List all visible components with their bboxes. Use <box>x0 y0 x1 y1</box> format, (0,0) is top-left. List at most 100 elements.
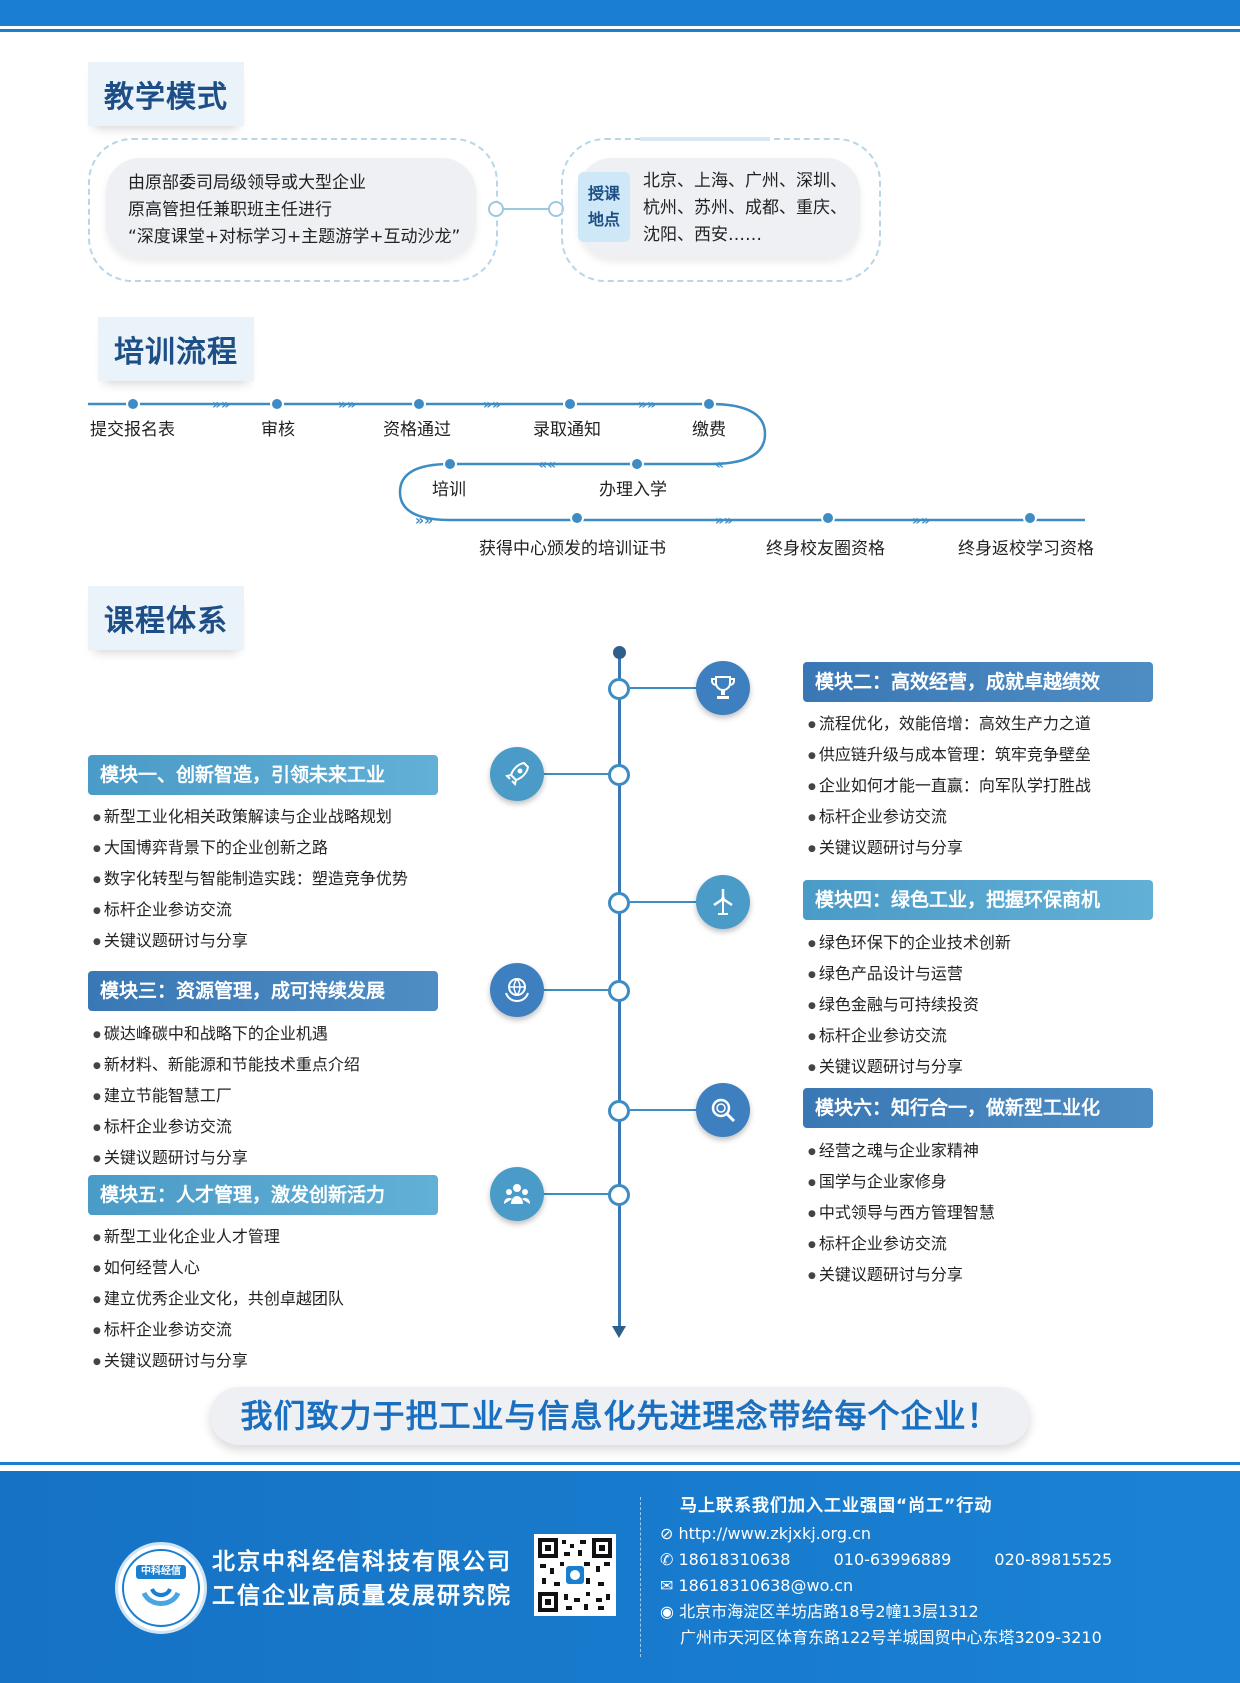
email-link[interactable]: 18618310638@wo.cn <box>678 1576 854 1595</box>
address-row: ◉ 北京市海淀区羊坊店路18号2幢13层1312 <box>660 1599 979 1625</box>
timeline-node-4 <box>608 892 630 914</box>
qr-code <box>534 1534 616 1616</box>
location-line-1: 北京、上海、广州、深圳、 <box>643 171 847 191</box>
timeline-node-1 <box>608 764 630 786</box>
step-4: 录取通知 <box>533 420 601 440</box>
list-item: 如何经营人心 <box>93 1254 344 1285</box>
branch-6 <box>630 1109 700 1111</box>
magnifier-icon <box>696 1083 750 1137</box>
location-tag-line-2: 地点 <box>587 210 620 229</box>
list-item: 关键议题研讨与分享 <box>93 1347 344 1378</box>
timeline-start-dot <box>613 646 626 659</box>
step-3: 资格通过 <box>383 420 451 440</box>
website-row: ⊘ http://www.zkjxkj.org.cn <box>660 1521 871 1547</box>
svg-text:»»: »» <box>212 397 230 413</box>
team-icon <box>490 1167 544 1221</box>
list-item: 建立优秀企业文化，共创卓越团队 <box>93 1285 344 1316</box>
module-3-title: 模块三：资源管理，成可持续发展 <box>88 971 438 1011</box>
list-item: 绿色产品设计与运营 <box>808 960 1011 991</box>
footer-divider <box>640 1497 641 1657</box>
module-1-items: 新型工业化相关政策解读与企业战略规划 大国博弈背景下的企业创新之路 数字化转型与… <box>93 803 408 958</box>
module-4-items: 绿色环保下的企业技术创新 绿色产品设计与运营 绿色金融与可持续投资 标杆企业参访… <box>808 929 1011 1084</box>
company-name-1: 北京中科经信科技有限公司 <box>212 1549 512 1575</box>
branch-3 <box>540 989 610 991</box>
address-1: 北京市海淀区羊坊店路18号2幢13层1312 <box>679 1602 979 1621</box>
section-title-teaching: 教学模式 <box>88 62 244 126</box>
rocket-icon <box>490 747 544 801</box>
phone-1[interactable]: 18618310638 <box>678 1550 791 1569</box>
globe-hands-icon <box>490 963 544 1017</box>
website-link[interactable]: http://www.zkjxkj.org.cn <box>678 1524 872 1543</box>
list-item: 碳达峰碳中和战略下的企业机遇 <box>93 1020 360 1051</box>
module-2-title: 模块二：高效经营，成就卓越绩效 <box>803 662 1153 702</box>
email-icon: ✉ <box>660 1576 674 1595</box>
footer-top-line <box>0 1462 1240 1465</box>
connector-dot-right <box>548 201 564 217</box>
step-7: 培训 <box>432 480 466 500</box>
company-logo: 中科经信 <box>115 1542 207 1634</box>
list-item: 经营之魂与企业家精神 <box>808 1137 995 1168</box>
module-4-title: 模块四：绿色工业，把握环保商机 <box>803 880 1153 920</box>
list-item: 标杆企业参访交流 <box>93 1316 344 1347</box>
top-bar <box>0 0 1240 26</box>
location-icon: ◉ <box>660 1602 674 1621</box>
timeline-node-2 <box>608 678 630 700</box>
svg-text:»»: »» <box>415 513 433 529</box>
email-row: ✉ 18618310638@wo.cn <box>660 1573 853 1599</box>
location-tag-line-1: 授课 <box>587 184 620 203</box>
module-5-title: 模块五：人才管理，激发创新活力 <box>88 1175 438 1215</box>
section-title-process: 培训流程 <box>98 317 254 381</box>
connector-dot-left <box>488 201 504 217</box>
phone-3[interactable]: 020-89815525 <box>994 1550 1113 1569</box>
step-1: 提交报名表 <box>90 420 175 440</box>
footer: 中科经信 北京中科经信科技有限公司 工信企业高质量发展研究院 马上联系我们加入 <box>0 1471 1240 1683</box>
teaching-connector <box>494 208 554 210</box>
teaching-box-right-inner: 授课 地点 北京、上海、广州、深圳、 杭州、苏州、成都、重庆、 沈阳、西安…… <box>578 158 860 258</box>
timeline-arrow <box>612 1326 626 1338</box>
list-item: 数字化转型与智能制造实践：塑造竞争优势 <box>93 865 408 896</box>
list-item: 标杆企业参访交流 <box>808 803 1091 834</box>
module-5-items: 新型工业化企业人才管理 如何经营人心 建立优秀企业文化，共创卓越团队 标杆企业参… <box>93 1223 344 1378</box>
box-accent <box>640 137 770 141</box>
module-2-items: 流程优化，效能倍增：高效生产力之道 供应链升级与成本管理：筑牢竞争壁垒 企业如何… <box>808 710 1091 865</box>
step-9: 终身校友圈资格 <box>766 539 885 559</box>
svg-text:»»: »» <box>483 397 501 413</box>
location-line-2: 杭州、苏州、成都、重庆、 <box>643 198 847 218</box>
top-line <box>0 29 1240 32</box>
branch-4 <box>630 901 700 903</box>
list-item: 关键议题研讨与分享 <box>808 834 1091 865</box>
branch-1 <box>540 773 610 775</box>
teaching-box-left-inner: 由原部委司局级领导或大型企业 原高管担任兼职班主任进行 “深度课堂+对标学习+主… <box>106 158 476 258</box>
step-6: 办理入学 <box>599 480 667 500</box>
teaching-line-3: “深度课堂+对标学习+主题游学+互动沙龙” <box>128 227 461 247</box>
list-item: 大国博弈背景下的企业创新之路 <box>93 834 408 865</box>
teaching-line-2: 原高管担任兼职班主任进行 <box>128 200 332 220</box>
svg-text:«: « <box>715 457 724 473</box>
branch-5 <box>540 1193 610 1195</box>
list-item: 供应链升级与成本管理：筑牢竞争壁垒 <box>808 741 1091 772</box>
timeline-node-5 <box>608 1184 630 1206</box>
list-item: 关键议题研讨与分享 <box>808 1261 995 1292</box>
trophy-icon <box>696 661 750 715</box>
list-item: 标杆企业参访交流 <box>93 896 408 927</box>
phone-2[interactable]: 010-63996889 <box>833 1550 952 1569</box>
svg-text:»»: »» <box>638 397 656 413</box>
module-1-title: 模块一、创新智造，引领未来工业 <box>88 755 438 795</box>
list-item: 中式领导与西方管理智慧 <box>808 1199 995 1230</box>
list-item: 新材料、新能源和节能技术重点介绍 <box>93 1051 360 1082</box>
list-item: 流程优化，效能倍增：高效生产力之道 <box>808 710 1091 741</box>
company-name-2: 工信企业高质量发展研究院 <box>212 1583 512 1609</box>
list-item: 绿色环保下的企业技术创新 <box>808 929 1011 960</box>
list-item: 标杆企业参访交流 <box>93 1113 360 1144</box>
location-line-3: 沈阳、西安…… <box>643 225 762 245</box>
module-6-items: 经营之魂与企业家精神 国学与企业家修身 中式领导与西方管理智慧 标杆企业参访交流… <box>808 1137 995 1292</box>
phone-row: ✆ 18618310638 010-63996889 020-89815525 <box>660 1547 1112 1573</box>
process-flow: »» »» »» »» « «« »» »» »» <box>88 397 1085 529</box>
timeline-node-3 <box>608 980 630 1002</box>
list-item: 关键议题研讨与分享 <box>93 927 408 958</box>
svg-text:»»: »» <box>715 513 733 529</box>
branch-2 <box>630 687 700 689</box>
step-10: 终身返校学习资格 <box>958 539 1094 559</box>
step-2: 审核 <box>261 420 295 440</box>
list-item: 绿色金融与可持续投资 <box>808 991 1011 1022</box>
